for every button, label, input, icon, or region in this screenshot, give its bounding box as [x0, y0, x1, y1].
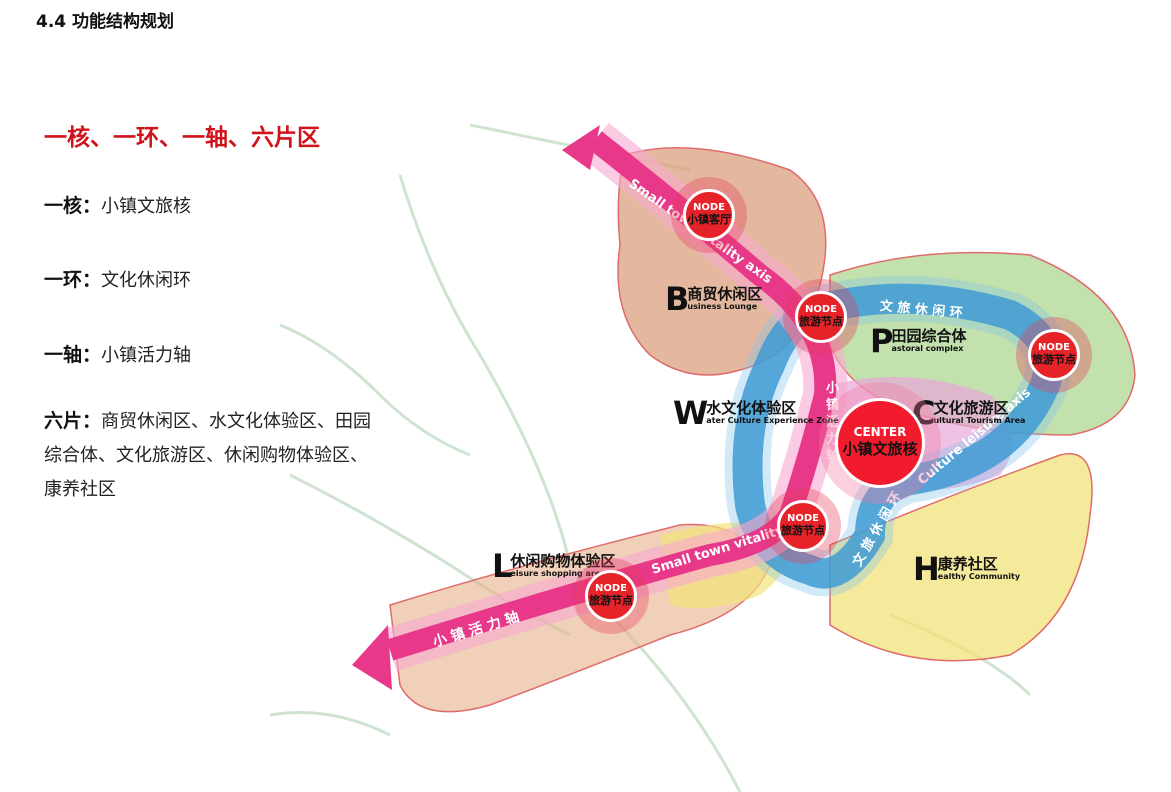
culture-leisure-ring	[732, 283, 1064, 589]
zone-p-letter: P	[870, 322, 894, 360]
zone-p-en: astoral complex	[891, 344, 964, 353]
zone-p-cn: 田园综合体	[891, 327, 967, 345]
item-core-key: 一核：	[44, 195, 102, 217]
zone-w-letter: W	[673, 394, 709, 432]
item-axis-value: 小镇活力轴	[101, 345, 192, 366]
zone-w-en: ater Culture Experience Zone	[706, 416, 839, 425]
slogan-heading: 一核、一环、一轴、六片区	[44, 125, 320, 151]
node-tourism-2-tag: NODE	[1037, 342, 1070, 353]
zone-b-letter: B	[665, 280, 690, 318]
node-tourism-3-label: 旅游节点	[781, 524, 825, 537]
axis-arrow-top-icon	[562, 125, 600, 170]
node-tourism-3-tag: NODE	[786, 513, 819, 524]
culture-leisure-ring-glow	[724, 275, 1072, 597]
item-zones: 六片：商贸休闲区、水文化体验区、田园综合体、文化旅游区、休闲购物体验区、康养社区	[44, 404, 379, 507]
item-ring-key: 一环：	[44, 269, 102, 291]
zone-h-cn: 康养社区	[937, 555, 998, 573]
item-core: 一核：小镇文旅核	[44, 191, 191, 218]
node-tourism-1-tag: NODE	[804, 304, 837, 315]
zone-w-cn: 水文化体验区	[706, 399, 797, 417]
zone-c-cn: 文化旅游区	[933, 399, 1009, 417]
zone-h-area	[829, 453, 1093, 662]
center-core-cn: 小镇文旅核	[842, 440, 918, 458]
item-core-value: 小镇文旅核	[101, 196, 192, 217]
zone-l-cn: 休闲购物体验区	[510, 552, 616, 570]
axis-arrow-bottom-icon	[352, 625, 392, 690]
item-zones-value: 商贸休闲区、水文化体验区、田园综合体、文化旅游区、休闲购物体验区、康养社区	[44, 411, 372, 500]
node-tourism-1-label: 旅游节点	[799, 315, 843, 328]
item-zones-key: 六片：	[44, 410, 102, 432]
zone-h-letter: H	[913, 550, 940, 588]
zone-h-en: ealthy Community	[937, 572, 1021, 581]
zone-c-en: ultural Tourism Area	[933, 416, 1026, 425]
item-axis-key: 一轴：	[44, 344, 102, 366]
zone-b-cn: 商贸休闲区	[687, 285, 763, 303]
node-town-lounge-tag: NODE	[692, 202, 725, 213]
zone-b-en: usiness Lounge	[687, 302, 758, 311]
item-ring: 一环：文化休闲环	[44, 265, 191, 292]
item-axis: 一轴：小镇活力轴	[44, 340, 191, 367]
function-structure-map: Small town vitality axis Small town vita…	[270, 95, 1171, 792]
item-ring-value: 文化休闲环	[101, 270, 192, 291]
node-tourism-4-label: 旅游节点	[589, 594, 633, 607]
center-core-en: CENTER	[853, 425, 907, 439]
section-title: 4.4 功能结构规划	[36, 12, 175, 32]
zone-l-letter: L	[492, 547, 513, 585]
node-tourism-2-label: 旅游节点	[1032, 353, 1076, 366]
node-tourism-4-tag: NODE	[594, 583, 627, 594]
axis-label-cn-vertical: 小镇活力轴	[826, 381, 840, 464]
zone-l-en: eisure shopping area	[510, 569, 606, 578]
node-town-lounge-label: 小镇客厅	[687, 213, 731, 226]
